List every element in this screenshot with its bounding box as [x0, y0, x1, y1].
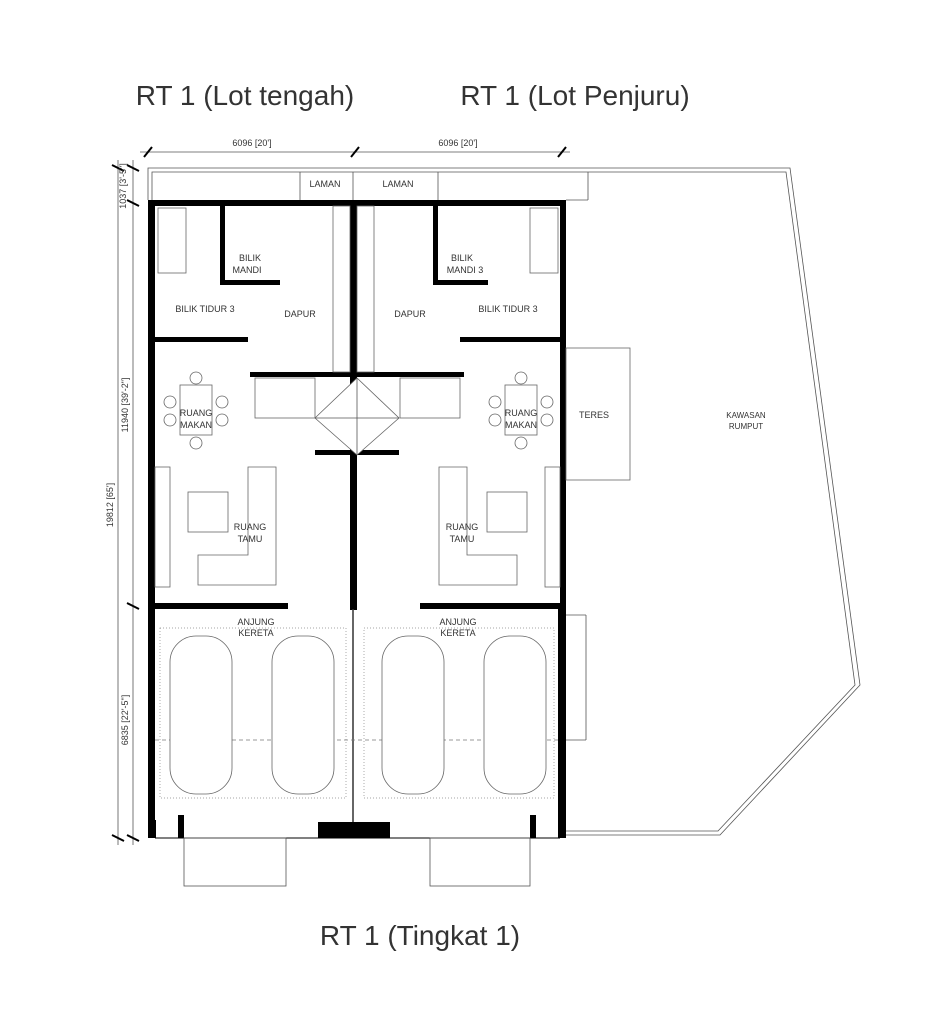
- kitchen-counter-left: [332, 205, 351, 373]
- dim-width-left: 6096 [20']: [232, 138, 271, 148]
- staircase: [254, 377, 461, 456]
- label-anjung-kereta-left: KERETA: [238, 628, 273, 638]
- car-icon: [271, 635, 335, 795]
- bed-right: [529, 207, 559, 274]
- car-parking: [155, 627, 560, 799]
- label-ruang-tamu-left: RUANG: [234, 522, 267, 532]
- label-laman-left: LAMAN: [309, 179, 340, 189]
- dining-set-left: [163, 371, 229, 450]
- bed-left: [157, 207, 187, 274]
- label-ruang-makan-left: MAKAN: [180, 420, 212, 430]
- car-icon: [169, 635, 233, 795]
- label-bilik-tidur-right: BILIK TIDUR 3: [478, 304, 537, 314]
- label-ruang-makan-right: RUANG: [505, 408, 538, 418]
- title-tingkat-1: RT 1 (Tingkat 1): [319, 920, 521, 951]
- label-bilik-mandi-left: BILIK: [239, 253, 261, 263]
- label-laman-right: LAMAN: [382, 179, 413, 189]
- label-kawasan-rumput: RUMPUT: [729, 422, 763, 431]
- label-bilik-tidur-left: BILIK TIDUR 3: [175, 304, 234, 314]
- car-icon: [483, 635, 547, 795]
- label-bilik-mandi-right: MANDI 3: [447, 265, 484, 275]
- dimension-lines: [111, 146, 570, 845]
- sofa-right: [438, 466, 561, 588]
- dim-rear-setback: 1037 [3'-5"]: [118, 163, 128, 208]
- car-icon: [381, 635, 445, 795]
- walls: [148, 200, 566, 839]
- dim-porch-depth: 6835 [22'-5"]: [120, 695, 130, 745]
- title-lot-penjuru: RT 1 (Lot Penjuru): [460, 80, 690, 111]
- label-teres: TERES: [579, 410, 609, 420]
- kitchen-counter-right: [356, 205, 375, 373]
- dining-set-right: [488, 371, 554, 450]
- dim-total-depth: 19812 [65']: [105, 483, 115, 527]
- label-ruang-tamu-right: TAMU: [450, 534, 475, 544]
- title-lot-tengah: RT 1 (Lot tengah): [135, 80, 355, 111]
- sofa-left: [154, 466, 277, 588]
- label-ruang-tamu-right: RUANG: [446, 522, 479, 532]
- label-dapur-left: DAPUR: [284, 309, 316, 319]
- label-anjung-kereta-right: KERETA: [440, 628, 475, 638]
- teres-area: [565, 347, 631, 481]
- label-bilik-mandi-right: BILIK: [451, 253, 473, 263]
- label-anjung-kereta-left: ANJUNG: [237, 617, 274, 627]
- label-ruang-makan-right: MAKAN: [505, 420, 537, 430]
- front-gates: [183, 837, 531, 887]
- label-anjung-kereta-right: ANJUNG: [439, 617, 476, 627]
- label-dapur-right: DAPUR: [394, 309, 426, 319]
- dim-house-depth: 11940 [39'-2"]: [120, 378, 130, 433]
- lot-boundary: [147, 167, 861, 836]
- dim-width-right: 6096 [20']: [438, 138, 477, 148]
- label-ruang-makan-left: RUANG: [180, 408, 213, 418]
- label-bilik-mandi-left: MANDI: [233, 265, 262, 275]
- label-kawasan-rumput: KAWASAN: [726, 411, 766, 420]
- label-ruang-tamu-left: TAMU: [238, 534, 263, 544]
